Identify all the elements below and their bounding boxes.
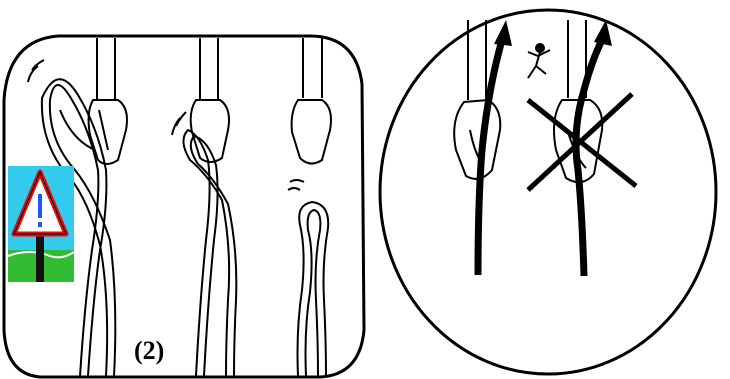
quickdraw-2 [191, 38, 229, 162]
rope-correct [478, 40, 502, 275]
rope-loop-2 [172, 112, 236, 376]
quickdraw-3 [292, 38, 331, 164]
panel-frame-ellipse [380, 10, 716, 374]
arrow-up-icon [494, 20, 512, 46]
warning-sign-icon [8, 166, 74, 282]
clipping-sequence-panel: (2) [0, 0, 370, 379]
rope-direction-panel [370, 0, 730, 379]
falling-climber-icon [528, 44, 550, 78]
clipping-sequence-drawing [0, 0, 370, 379]
rope-direction-drawing [370, 0, 730, 379]
quickdraw-1 [89, 38, 127, 164]
step-label: (2) [134, 336, 164, 366]
rope-loop-3 [288, 180, 328, 376]
quickdraw-correct [454, 20, 500, 179]
